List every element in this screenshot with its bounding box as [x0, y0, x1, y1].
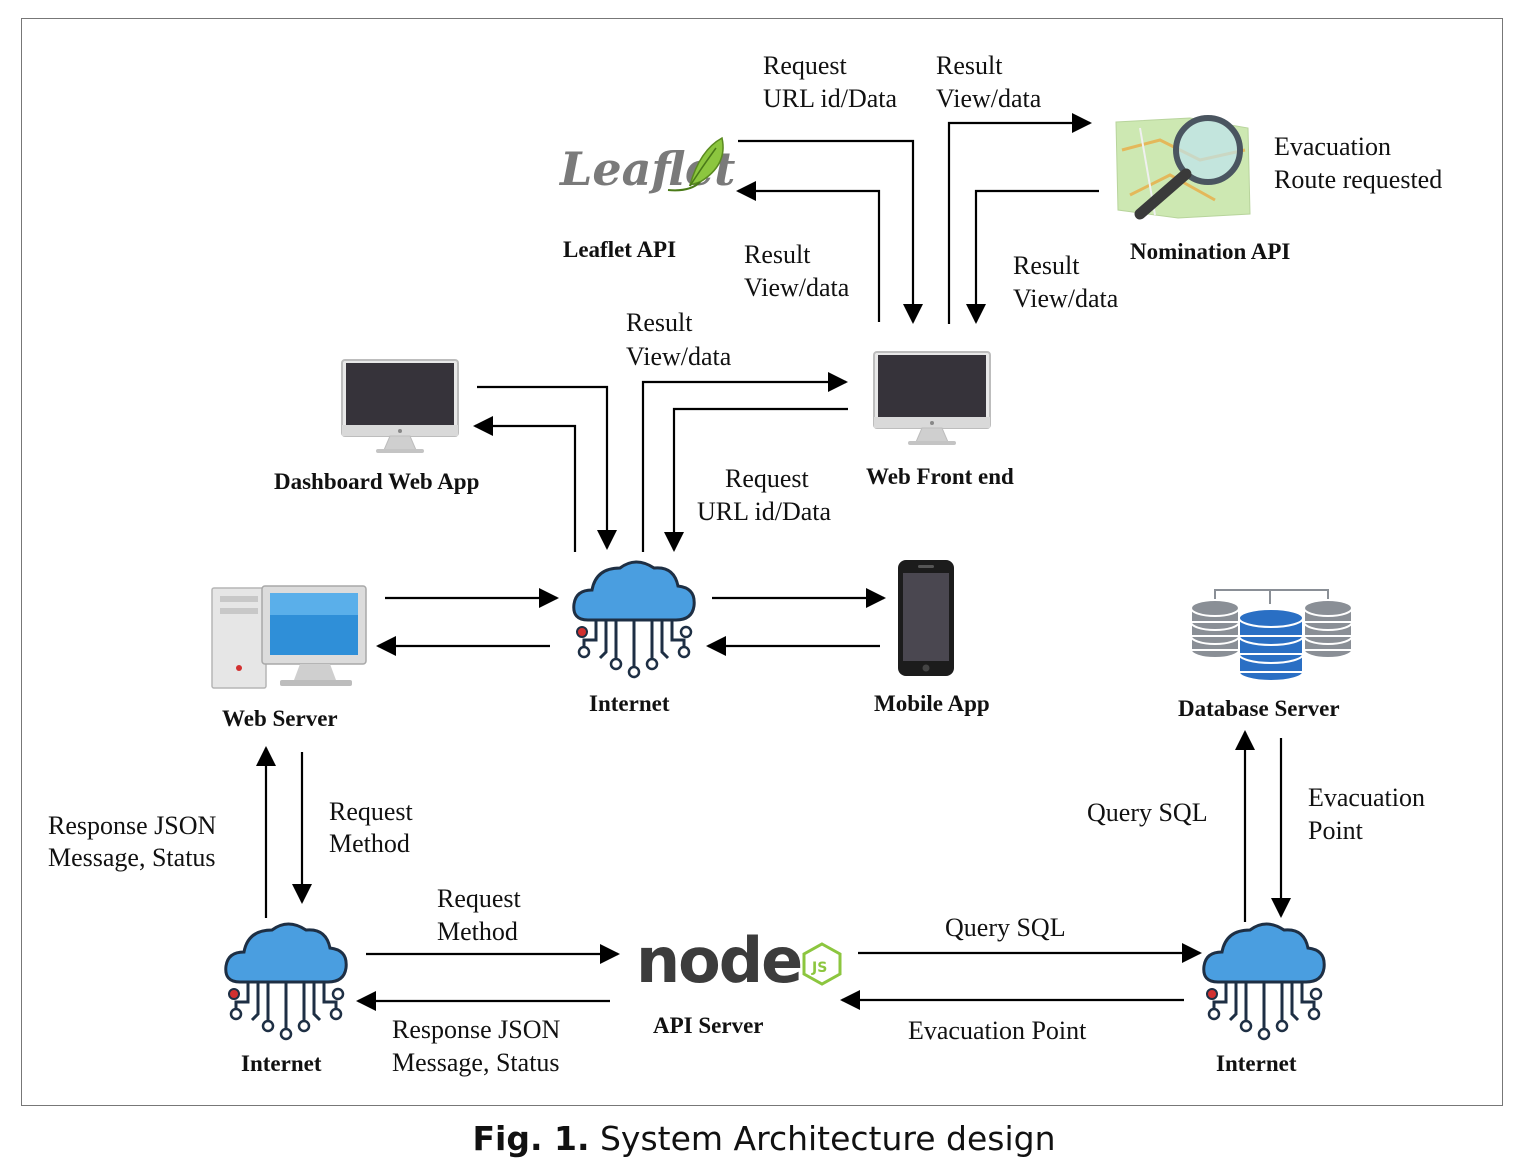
label-front-to-internet-request: Request URL id/Data — [697, 464, 832, 526]
arrow-internet-to-front — [641, 372, 848, 552]
map-magnifier-icon — [1115, 115, 1251, 220]
label-top-request: Request URL id/Data — [763, 51, 898, 113]
nodejs-logo: node — [636, 924, 801, 997]
dashboard-web-app-label: Dashboard Web App — [274, 469, 479, 494]
nomination-api-label: Nomination API — [1130, 239, 1290, 264]
api-server-node: node JS API Server — [636, 924, 842, 1038]
label-api-request: Request Method — [437, 884, 527, 946]
label-evacuation-route: Evacuation Route requested — [1274, 132, 1442, 194]
leaf-icon — [667, 136, 724, 192]
cloud-network-icon — [572, 560, 696, 679]
arrow-front-to-nomination — [947, 113, 1092, 324]
desktop-computer-icon — [211, 585, 367, 689]
internet-center-node: Internet — [572, 560, 696, 716]
arrows — [256, 113, 1291, 1011]
internet-left-label: Internet — [241, 1051, 322, 1076]
label-api-evacuation: Evacuation Point — [908, 1016, 1087, 1045]
database-server-label: Database Server — [1178, 696, 1340, 721]
label-leaflet-result: Result View/data — [744, 240, 850, 302]
smartphone-icon — [898, 560, 954, 676]
dashboard-web-app-node: Dashboard Web App — [274, 359, 479, 494]
svg-text:JS: JS — [811, 960, 827, 976]
arrow-front-to-internet — [664, 407, 848, 552]
label-top-result-right: Result View/data — [936, 51, 1042, 113]
web-server-label: Web Server — [222, 706, 338, 731]
nomination-api-node: Nomination API — [1115, 115, 1290, 264]
cloud-network-icon — [1202, 922, 1326, 1041]
caption-text: System Architecture design — [589, 1119, 1055, 1158]
cloud-network-icon — [224, 922, 348, 1041]
label-ws-response: Response JSON Message, Status — [48, 811, 223, 872]
monitor-icon — [341, 359, 459, 454]
api-server-label: API Server — [653, 1013, 764, 1038]
label-internet-to-front-result: Result View/data — [626, 308, 732, 371]
internet-left-node: Internet — [224, 922, 348, 1076]
label-nomination-result: Result View/data — [1013, 251, 1119, 313]
label-db-evacuation: Evacuation Point — [1308, 783, 1431, 845]
nodejs-badge-icon: JS — [802, 942, 842, 986]
mobile-app-label: Mobile App — [874, 691, 990, 716]
caption-prefix: Fig. 1. — [472, 1119, 589, 1158]
internet-right-label: Internet — [1216, 1051, 1297, 1076]
arrow-internet-to-dashboard — [473, 416, 577, 552]
monitor-icon — [873, 351, 991, 446]
arrow-nomination-to-front — [966, 189, 1099, 324]
mobile-app-node: Mobile App — [874, 560, 990, 716]
arrow-dashboard-to-internet — [477, 385, 617, 550]
label-ws-request: Request Method — [329, 797, 419, 858]
web-server-node: Web Server — [211, 585, 367, 731]
arrow-front-to-leaflet — [736, 181, 881, 322]
internet-center-label: Internet — [589, 691, 670, 716]
web-front-end-label: Web Front end — [866, 464, 1014, 489]
database-icon — [1190, 589, 1353, 682]
label-api-query: Query SQL — [945, 913, 1066, 942]
diagram-frame — [21, 18, 1503, 1106]
leaflet-api-label: Leaflet API — [563, 237, 676, 262]
internet-right-node: Internet — [1202, 922, 1326, 1076]
edge-labels: Request URL id/Data Result View/data Eva… — [48, 51, 1442, 1077]
label-db-query: Query SQL — [1087, 798, 1208, 827]
arrow-leaflet-to-front — [738, 139, 923, 324]
web-front-end-node: Web Front end — [866, 351, 1014, 489]
label-api-response: Response JSON Message, Status — [392, 1015, 567, 1077]
database-server-node: Database Server — [1178, 589, 1353, 721]
leaflet-api-node: Leaflet Leaflet API — [558, 136, 735, 262]
figure-caption: Fig. 1. System Architecture design — [472, 1119, 1055, 1158]
